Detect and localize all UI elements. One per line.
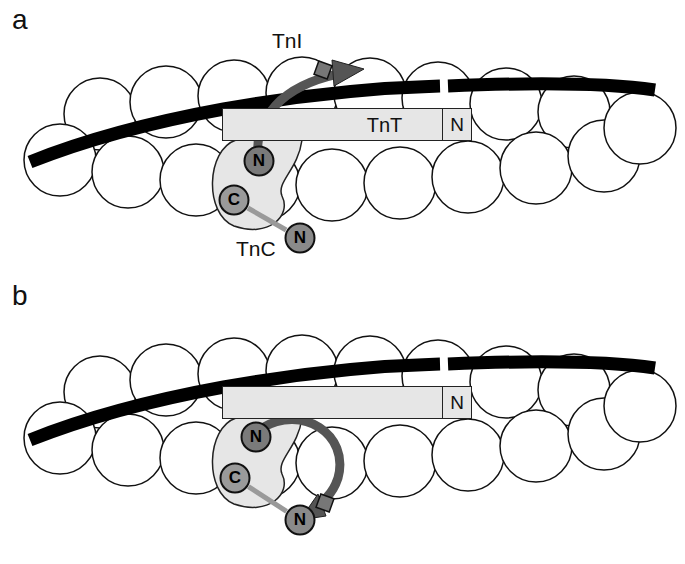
- label-letter: b: [12, 282, 28, 310]
- subunit-domain: N: [240, 421, 272, 453]
- tni-strand: [262, 419, 340, 506]
- terminus-label: N: [442, 109, 471, 140]
- terminus-label: C: [218, 184, 250, 216]
- terminus-label: C: [219, 462, 251, 494]
- label-letter: a: [12, 6, 28, 34]
- troponin-t-bar: N: [222, 386, 472, 419]
- troponin-t-bar: TnT N: [222, 108, 472, 141]
- subunit-domain: N: [243, 145, 275, 177]
- tni-marker: [314, 61, 332, 79]
- linker-line: [248, 208, 286, 230]
- subunit-name: TnT: [367, 115, 403, 135]
- terminus-label: N: [284, 222, 316, 254]
- terminus-label: N: [442, 387, 471, 418]
- tni-arrowhead: [332, 60, 364, 86]
- subunit-domain: N: [284, 222, 316, 254]
- terminus-label: N: [240, 421, 272, 453]
- subunit-domain: N: [284, 504, 316, 536]
- actin-filament: [24, 57, 676, 229]
- terminus-label: N: [243, 145, 275, 177]
- tni-marker: [316, 494, 334, 512]
- actin-filament: [24, 335, 676, 507]
- subunit-name: TnC: [236, 238, 276, 259]
- linker-line: [248, 487, 286, 512]
- subunit-name: TnI: [272, 30, 302, 51]
- terminus-label: N: [284, 504, 316, 536]
- subunit-domain: C: [218, 184, 250, 216]
- subunit-domain: C: [219, 462, 251, 494]
